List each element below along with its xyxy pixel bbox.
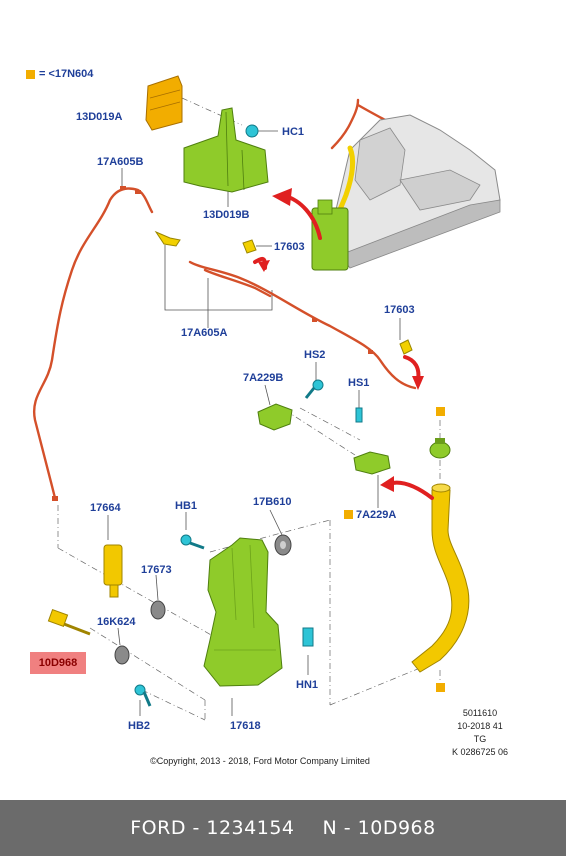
label-7A229B: 7A229B <box>243 372 284 384</box>
part-16K624 <box>114 645 130 665</box>
part-17603-upper <box>242 239 257 254</box>
label-7A229A: 7A229A <box>356 509 397 521</box>
washer-hose <box>32 98 497 500</box>
legend-equals: = <box>39 68 46 80</box>
leader-lines <box>107 116 401 716</box>
label-HB2: HB2 <box>128 720 151 732</box>
part-13D019A <box>145 75 183 131</box>
part-HC1 <box>245 124 259 138</box>
vehicle-body-structure <box>311 114 501 271</box>
part-17603-lower <box>399 339 413 355</box>
copyright-text: ©Copyright, 2013 - 2018, Ford Motor Comp… <box>150 756 370 766</box>
part-17B610 <box>274 534 292 556</box>
label-17A605B: 17A605B <box>97 156 144 168</box>
footer-part-number: FORD - 1234154 <box>130 817 295 839</box>
ref-line-2: 10-2018 41 <box>457 721 503 731</box>
label-HS2: HS2 <box>304 349 326 361</box>
label-HB1: HB1 <box>175 500 198 512</box>
part-13D019B <box>183 107 269 193</box>
label-17B610: 17B610 <box>253 496 292 508</box>
orange-marker-neck <box>436 683 445 692</box>
part-HB2 <box>134 684 152 707</box>
hose-clips <box>52 186 373 501</box>
label-17603-lower: 17603 <box>384 304 415 316</box>
part-17664 <box>103 544 123 598</box>
label-13D019B: 13D019B <box>203 209 250 221</box>
label-17603-upper: 17603 <box>274 241 305 253</box>
label-17618: 17618 <box>230 720 261 732</box>
label-17673: 17673 <box>141 564 172 576</box>
label-17A605A: 17A605A <box>181 327 228 339</box>
label-16K624: 16K624 <box>97 616 136 628</box>
part-HS2 <box>304 379 324 399</box>
part-7A229B <box>257 403 293 431</box>
exploded-view-drawing <box>32 75 501 721</box>
part-10D968 <box>47 608 91 636</box>
label-17664: 17664 <box>90 502 121 514</box>
part-17673 <box>150 600 166 620</box>
part-hose-connector <box>154 230 181 247</box>
part-filler-neck <box>411 483 470 673</box>
legend-color-square <box>26 69 35 79</box>
orange-marker-cap <box>436 407 445 416</box>
part-7A229A <box>353 451 391 475</box>
ref-line-3: TG <box>473 734 487 744</box>
ref-line-4: K 0286725 06 <box>451 747 509 757</box>
ref-line-1: 5011610 <box>462 708 498 718</box>
part-HN1 <box>302 627 314 647</box>
part-17618 <box>203 537 283 687</box>
part-HS1 <box>355 407 363 423</box>
orange-marker-7A229A <box>344 510 353 519</box>
footer-bar: FORD - 1234154 N - 10D968 <box>0 800 566 856</box>
legend-text: <17N604 <box>48 68 94 80</box>
label-HS1: HS1 <box>348 377 370 389</box>
label-HC1: HC1 <box>282 126 305 138</box>
legend: = <17N604 <box>26 68 93 80</box>
part-HB1 <box>180 534 205 550</box>
label-HN1: HN1 <box>296 679 319 691</box>
reference-block: 5011610 10-2018 41 TG K 0286725 06 <box>440 707 520 759</box>
footer-n-number: N - 10D968 <box>322 817 436 839</box>
label-10D968: 10D968 <box>38 657 78 669</box>
highlighted-part-badge: 10D968 <box>30 652 86 674</box>
arrow-heads <box>258 188 424 492</box>
part-filler-cap <box>429 438 451 459</box>
label-13D019A: 13D019A <box>76 111 123 123</box>
